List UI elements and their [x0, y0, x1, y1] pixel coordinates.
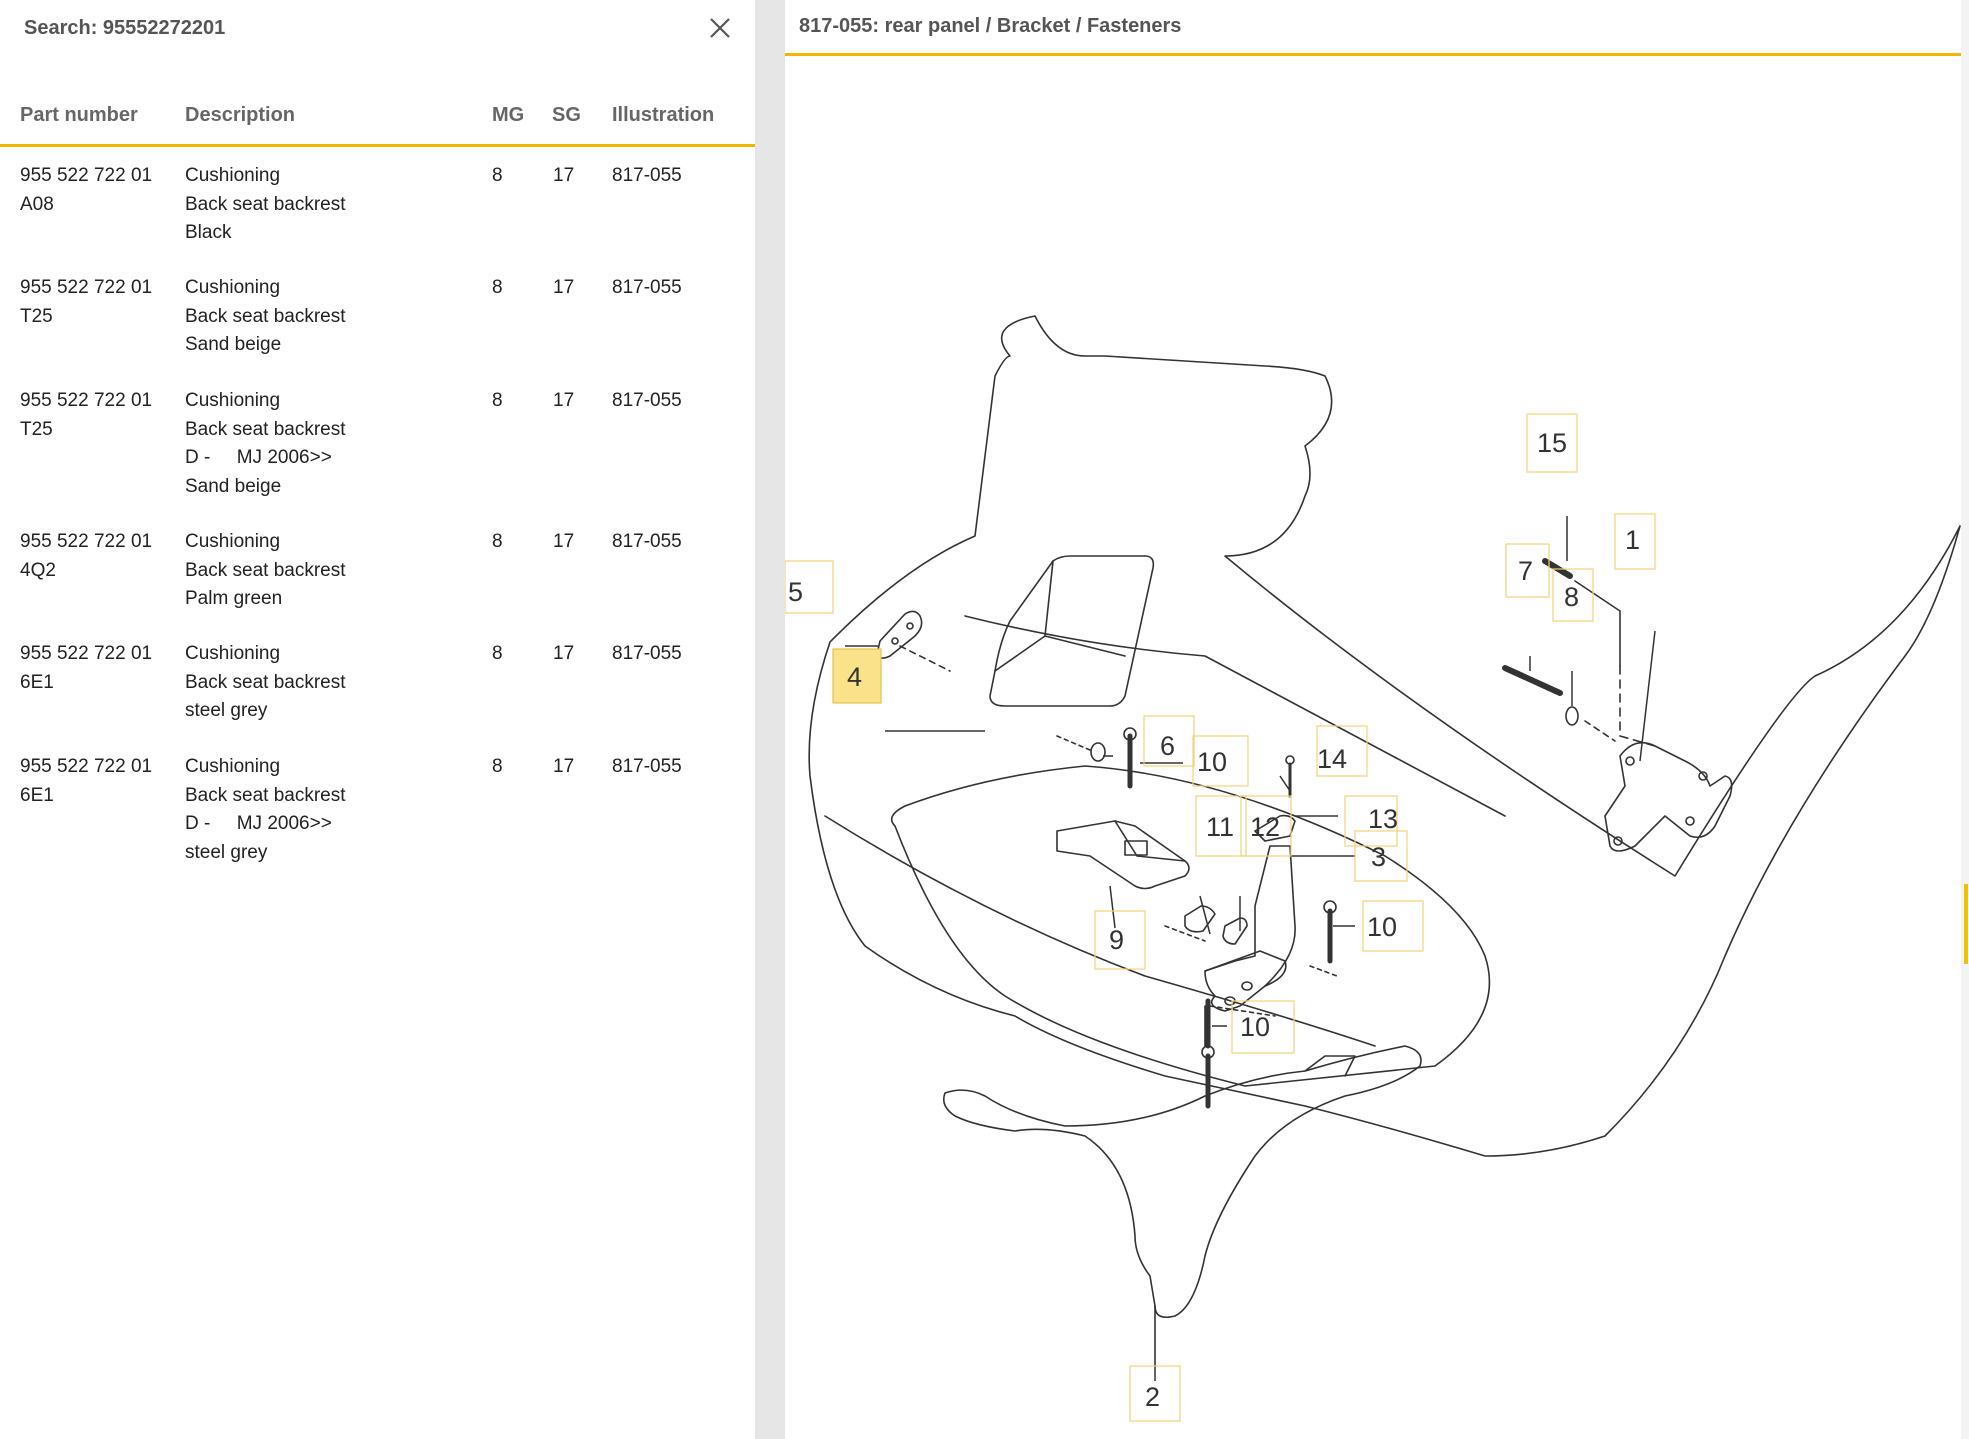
illustration-link[interactable]: 817-055: [612, 756, 682, 777]
sg-value: 17: [553, 531, 575, 552]
callout-10-right: 10: [1367, 912, 1397, 942]
illustration-link[interactable]: 817-055: [612, 643, 682, 664]
part-number: 955 522 722 01 T25: [20, 277, 153, 327]
pad-part-11: [1184, 905, 1216, 933]
callout-15: 15: [1537, 428, 1567, 458]
part-number: 955 522 722 01 A08: [20, 165, 153, 215]
table-row[interactable]: 955 522 722 01 A08 Cushioning Back seat …: [0, 162, 755, 274]
callout-1: 1: [1625, 525, 1640, 555]
close-icon[interactable]: [706, 14, 734, 42]
sg-value: 17: [553, 756, 575, 777]
header-illustration[interactable]: Illustration: [612, 104, 715, 126]
callout-4: 4: [847, 662, 862, 692]
header-part-number[interactable]: Part number: [20, 104, 138, 126]
illustration-link[interactable]: 817-055: [612, 390, 682, 411]
callout-14: 14: [1317, 744, 1347, 774]
rear-panel-outline: [808, 315, 1961, 1157]
callout-8: 8: [1564, 582, 1579, 612]
mg-value: 8: [492, 643, 503, 664]
mg-value: 8: [492, 165, 503, 186]
illustration-title: 817-055: rear panel / Bracket / Fastener…: [799, 15, 1182, 37]
part-number: 955 522 722 01 6E1: [20, 643, 153, 693]
illustration-panel: 817-055: rear panel / Bracket / Fastener…: [785, 0, 1969, 1439]
cushion-part: [989, 555, 1155, 707]
table-row[interactable]: 955 522 722 01 6E1 Cushioning Back seat …: [0, 640, 755, 753]
illustration-link[interactable]: 817-055: [612, 165, 682, 186]
header-sg[interactable]: SG: [552, 104, 581, 126]
search-panel: Search: 95552272201 Part number Descript…: [0, 0, 755, 1439]
description: Cushioning Back seat backrest Palm green: [185, 531, 346, 609]
parts-diagram: 15 1 7 8 5 4 6 10 14 13 11 12 3 9 10 10 …: [785, 315, 1961, 1422]
table-row[interactable]: 955 522 722 01 6E1 Cushioning Back seat …: [0, 753, 755, 894]
highlighted-callout-4: [832, 648, 882, 704]
scrollbar-thumb[interactable]: [1964, 884, 1968, 964]
callout-6: 6: [1160, 731, 1175, 761]
shelf-inner-line: [890, 765, 1491, 1087]
illustration-link[interactable]: 817-055: [612, 531, 682, 552]
panel-divider[interactable]: [755, 0, 785, 1439]
part-number: 955 522 722 01 T25: [20, 390, 153, 440]
table-row[interactable]: 955 522 722 01 T25 Cushioning Back seat …: [0, 274, 755, 387]
search-title: Search: 95552272201: [24, 17, 226, 39]
sg-value: 17: [553, 643, 575, 664]
callout-5: 5: [788, 577, 803, 607]
callout-10-top: 10: [1197, 747, 1227, 777]
mg-value: 8: [492, 531, 503, 552]
part-number: 955 522 722 01 6E1: [20, 756, 153, 806]
results-table-body: 955 522 722 01 A08 Cushioning Back seat …: [0, 162, 755, 894]
callout-9: 9: [1109, 925, 1124, 955]
callout-10-bottom: 10: [1240, 1012, 1270, 1042]
description: Cushioning Back seat backrest steel grey: [185, 643, 346, 721]
callout-11: 11: [1206, 812, 1234, 842]
bracket-part-9: [1056, 820, 1190, 890]
bracket-part-1: [1604, 741, 1733, 852]
mg-value: 8: [492, 277, 503, 298]
header-mg[interactable]: MG: [492, 104, 525, 126]
mg-value: 8: [492, 390, 503, 411]
description: Cushioning Back seat backrest Black: [185, 165, 346, 243]
bracket-part-3: [1204, 845, 1296, 1012]
part-number: 955 522 722 01 4Q2: [20, 531, 153, 581]
callout-12: 12: [1250, 812, 1280, 842]
plate-part-5: [876, 610, 923, 659]
table-row[interactable]: 955 522 722 01 T25 Cushioning Back seat …: [0, 387, 755, 528]
illustration-link[interactable]: 817-055: [612, 277, 682, 298]
mg-value: 8: [492, 756, 503, 777]
sg-value: 17: [553, 390, 575, 411]
callout-3: 3: [1371, 842, 1386, 872]
callout-13: 13: [1368, 804, 1398, 834]
description: Cushioning Back seat backrest D - MJ 200…: [185, 390, 346, 497]
upper-edge: [964, 615, 1506, 817]
scrollbar-track[interactable]: [1961, 0, 1969, 1439]
description: Cushioning Back seat backrest Sand beige: [185, 277, 346, 355]
cross-line: [824, 815, 1376, 1047]
table-row[interactable]: 955 522 722 01 4Q2 Cushioning Back seat …: [0, 528, 755, 640]
description: Cushioning Back seat backrest D - MJ 200…: [185, 756, 346, 863]
header-description[interactable]: Description: [185, 104, 296, 126]
sg-value: 17: [553, 165, 575, 186]
pad-part-12: [1222, 917, 1248, 945]
sg-value: 17: [553, 277, 575, 298]
callout-7: 7: [1518, 556, 1533, 586]
title-underline: [785, 53, 1961, 56]
results-table-header: Part number Description MG SG Illustrati…: [0, 100, 755, 147]
lower-bracket-part-2: [942, 1045, 1422, 1319]
callout-2: 2: [1145, 1382, 1160, 1412]
